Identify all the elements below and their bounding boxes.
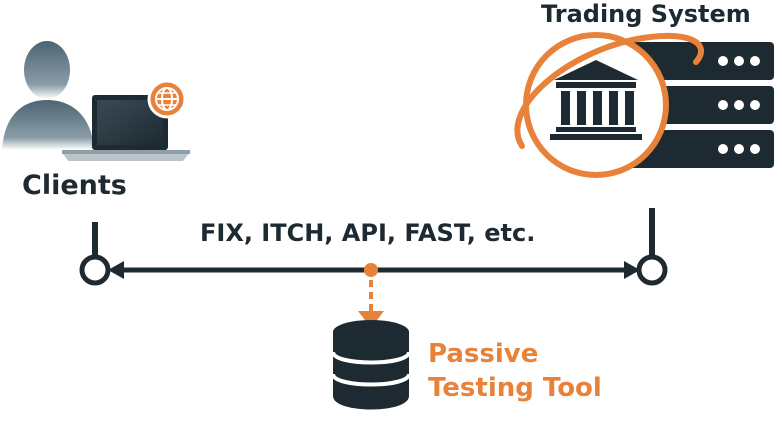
passive-tool-line1: Passive bbox=[428, 339, 539, 369]
laptop-icon bbox=[62, 95, 190, 161]
trading-system-label: Trading System bbox=[541, 0, 751, 28]
passive-tool-line2: Testing Tool bbox=[428, 373, 602, 403]
tap-arrow bbox=[358, 280, 384, 328]
system-endpoint bbox=[636, 254, 668, 286]
client-endpoint bbox=[79, 254, 111, 286]
globe-icon bbox=[147, 79, 187, 119]
person-icon bbox=[2, 41, 94, 150]
orbit-ring bbox=[514, 32, 704, 149]
server-with-bank-icon bbox=[514, 32, 774, 178]
connection bbox=[79, 208, 668, 286]
tap-point bbox=[364, 263, 378, 277]
arrow-left-head bbox=[108, 261, 124, 279]
arrow-right-head bbox=[624, 261, 640, 279]
bank-icon bbox=[523, 32, 669, 178]
database-icon bbox=[331, 320, 411, 410]
passive-testing-tool-label: Passive Testing Tool bbox=[428, 337, 602, 405]
clients-label: Clients bbox=[22, 170, 127, 201]
user-with-laptop-icon bbox=[2, 41, 190, 161]
protocols-label: FIX, ITCH, API, FAST, etc. bbox=[200, 219, 536, 247]
